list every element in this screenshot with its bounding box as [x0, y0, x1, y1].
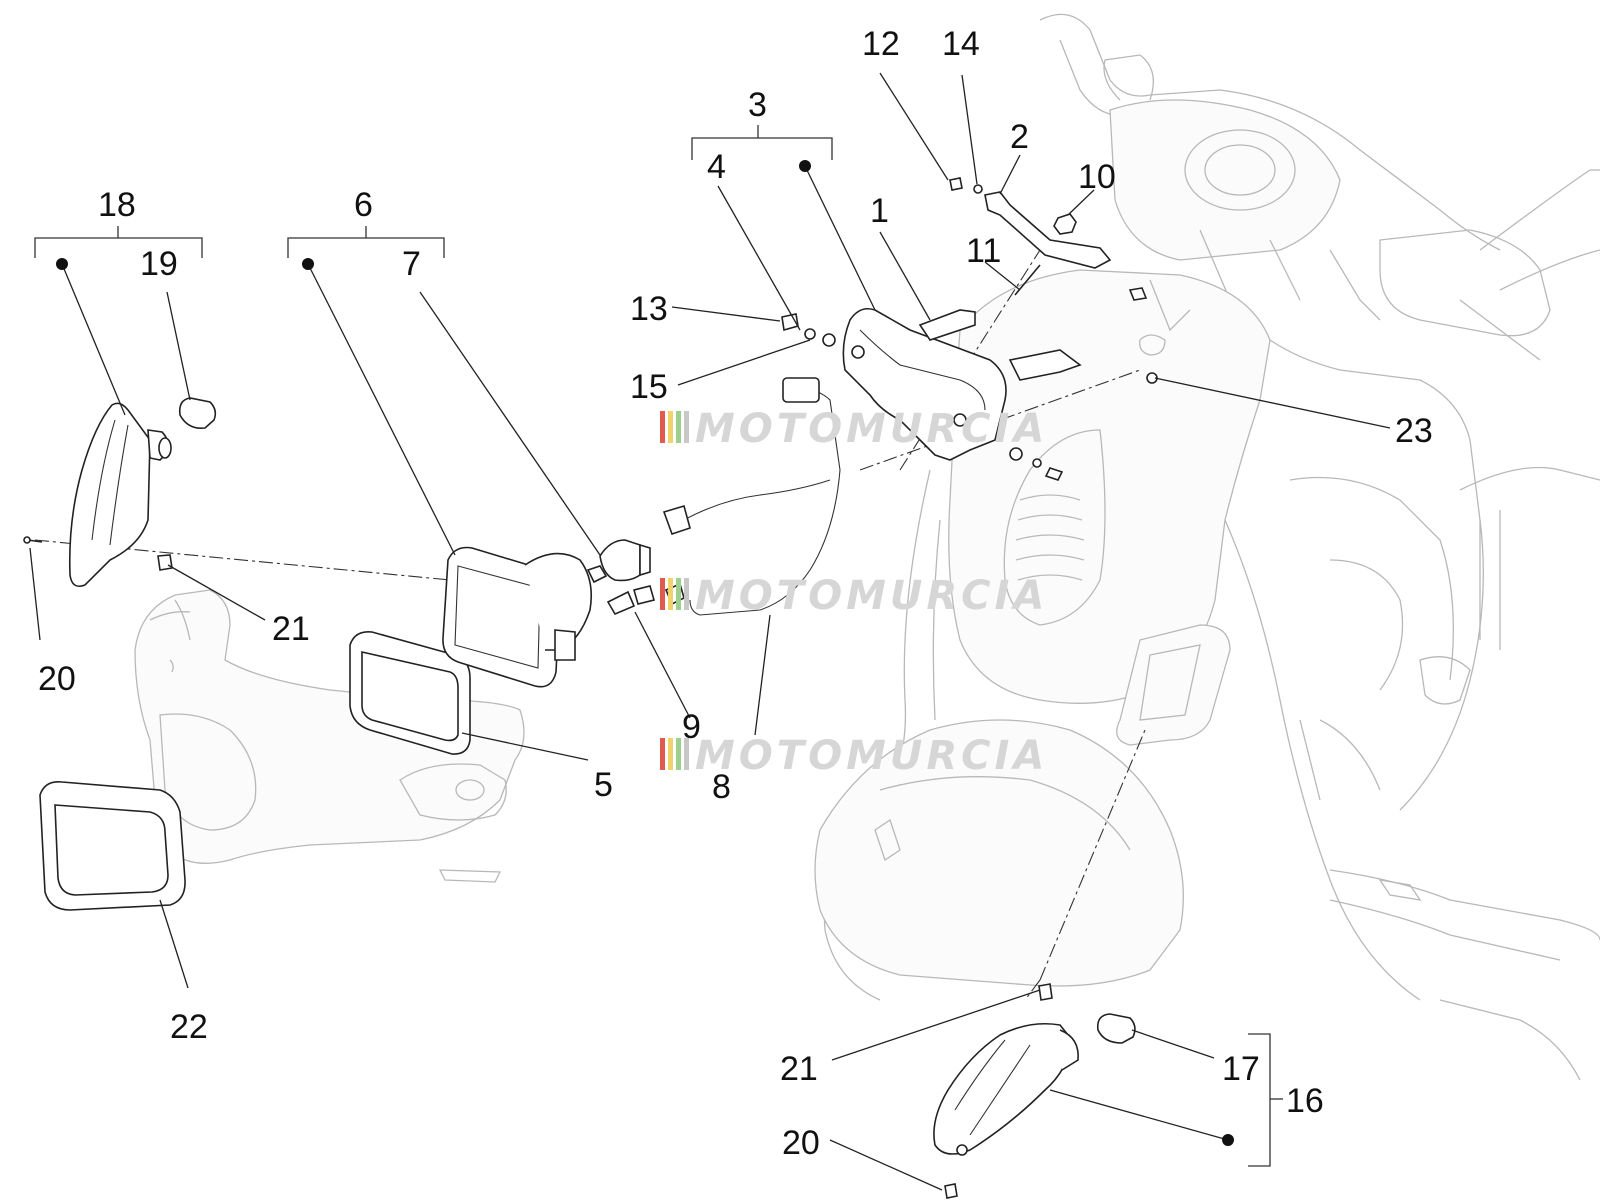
- screw-left: [23, 536, 43, 544]
- label-4: 4: [707, 148, 726, 186]
- screw-23-set: [1009, 287, 1158, 481]
- label-22: 22: [170, 1008, 208, 1046]
- label-12: 12: [862, 25, 900, 63]
- group-bracket-16: [1248, 1033, 1283, 1167]
- washer-15: [804, 328, 836, 347]
- label-7: 7: [402, 245, 421, 283]
- label-16: 16: [1286, 1082, 1324, 1120]
- callout-numbers: 12 14 3 2 4 10 18 6 1 11 19 7 13 15 23 2…: [38, 25, 1433, 1162]
- label-1: 1: [870, 192, 889, 230]
- group-bracket-18: [34, 226, 203, 258]
- label-14: 14: [942, 25, 980, 63]
- watermark-3: MOTOMURCIA: [660, 733, 1048, 779]
- label-3: 3: [748, 86, 767, 124]
- group-dots: [56, 160, 1234, 1146]
- left-turn-indicator: [68, 402, 172, 588]
- screw-right: [944, 1183, 958, 1199]
- label-23: 23: [1395, 412, 1433, 450]
- label-5: 5: [594, 766, 613, 804]
- label-10: 10: [1078, 158, 1116, 196]
- right-turn-indicator: [933, 1022, 1079, 1156]
- parking-bulb: [606, 585, 655, 616]
- label-6: 6: [354, 186, 373, 224]
- label-19: 19: [140, 245, 178, 283]
- label-21b: 21: [780, 1050, 818, 1088]
- dot-18: [56, 258, 68, 270]
- headlight-unit: [442, 546, 593, 688]
- scooter-body-outline: [814, 13, 1600, 1081]
- headlight-bracket: [842, 307, 1082, 461]
- watermark-text: MOTOMURCIA: [695, 573, 1048, 619]
- nut-10: [1053, 213, 1077, 235]
- watermark-1: MOTOMURCIA: [660, 406, 1048, 452]
- washer-14: [973, 184, 983, 194]
- indicator-bulb-left: [178, 397, 217, 430]
- indicator-bulb-right: [1096, 1013, 1136, 1044]
- group-bracket-6: [287, 226, 445, 258]
- headlight-frame: [349, 630, 471, 755]
- label-20a: 20: [38, 660, 76, 698]
- watermark-text: MOTOMURCIA: [695, 406, 1048, 452]
- label-2: 2: [1010, 118, 1029, 156]
- group-bracket-3: [691, 125, 833, 160]
- label-15: 15: [630, 368, 668, 406]
- watermark-2: MOTOMURCIA: [660, 573, 1048, 619]
- label-8: 8: [712, 768, 731, 806]
- upper-bracket-arm: [984, 191, 1112, 269]
- screw-12: [949, 177, 963, 191]
- headlight-bulb: [586, 539, 651, 584]
- leader-lines: [29, 72, 1391, 1191]
- dot-3: [799, 160, 811, 172]
- clip-left: [157, 554, 173, 571]
- dot-6: [302, 258, 314, 270]
- label-21a: 21: [272, 610, 310, 648]
- label-18: 18: [98, 186, 136, 224]
- watermark-text: MOTOMURCIA: [695, 733, 1048, 779]
- label-11: 11: [966, 232, 1001, 270]
- label-9: 9: [682, 708, 701, 746]
- label-20b: 20: [782, 1124, 820, 1162]
- wiring-harness: [662, 377, 841, 616]
- label-13: 13: [630, 290, 668, 328]
- dot-16: [1222, 1134, 1234, 1146]
- clip-right: [1038, 983, 1053, 1001]
- label-17: 17: [1222, 1050, 1260, 1088]
- headlight-trim-ring: [39, 780, 186, 911]
